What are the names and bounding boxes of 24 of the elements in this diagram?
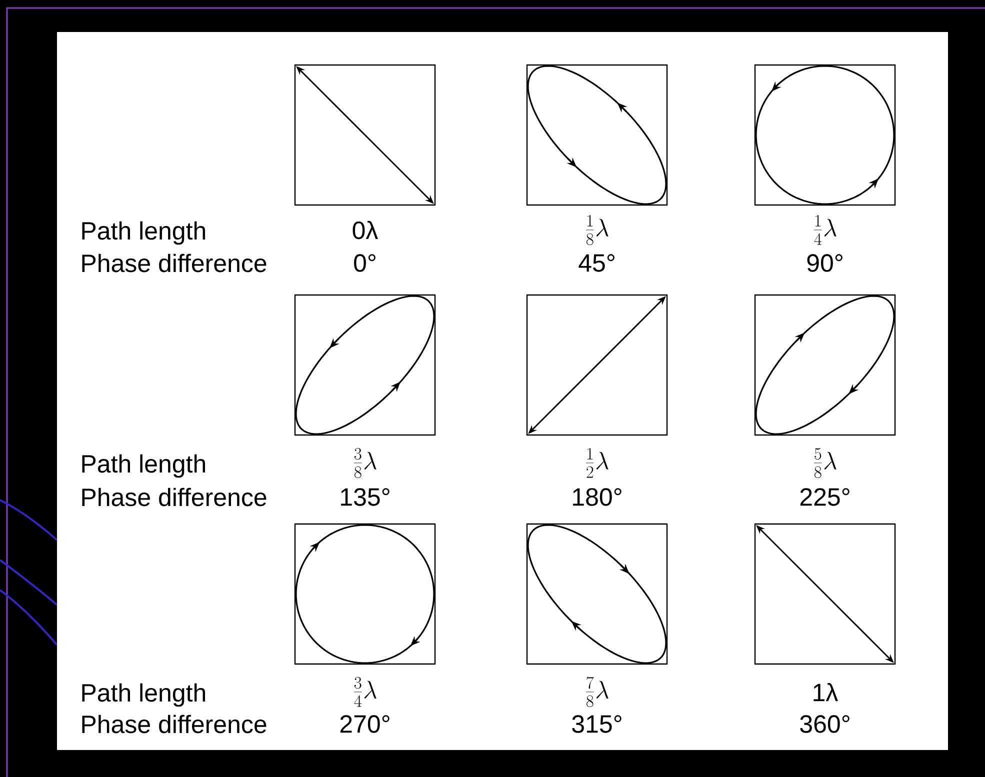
phase-value: 270° xyxy=(340,715,390,733)
path-length-value: $\frac{1}{4}\lambda$ xyxy=(814,214,836,245)
path-length-value: $\frac{5}{8}\lambda$ xyxy=(814,448,836,478)
phase-value: 135° xyxy=(341,488,390,506)
phase-value: 90° xyxy=(807,254,842,272)
phase-value: 315° xyxy=(572,715,622,733)
phase-value: 225° xyxy=(800,488,850,506)
row-label: Path length xyxy=(82,454,206,478)
path-length-value: $\frac{3}{4}\lambda$ xyxy=(354,676,376,707)
row-label: Phase difference xyxy=(82,488,266,506)
phase-value: 45° xyxy=(578,254,614,272)
path-length-value: $\frac{1}{2}\lambda$ xyxy=(586,448,608,478)
row-label: Phase difference xyxy=(82,254,266,272)
phase-value: 360° xyxy=(800,715,850,733)
row-label: Path length xyxy=(82,221,206,245)
path-length-value: $\frac{7}{8}\lambda$ xyxy=(586,676,608,708)
row-label: Phase difference xyxy=(82,714,266,734)
path-length-value: 0λ xyxy=(352,220,378,240)
phase-value: 180° xyxy=(573,488,622,506)
path-length-value: $\frac{1}{8}\lambda$ xyxy=(586,214,608,246)
path-length-value: 1λ xyxy=(814,682,838,702)
phase-value: 0° xyxy=(354,254,376,272)
path-length-value: $\frac{3}{8}\lambda$ xyxy=(354,448,376,478)
row-label: Path length xyxy=(82,683,206,707)
